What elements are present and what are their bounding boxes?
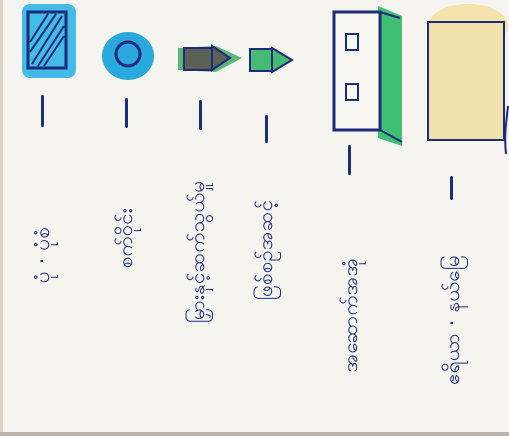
- row-1-label: ပုံ · ပုံစံ: [32, 227, 52, 283]
- building-icon: [328, 4, 412, 152]
- row-2-dash: [125, 98, 128, 128]
- row-1-dash: [41, 95, 44, 127]
- row-2-label: စက်ဝိုင်း: [115, 208, 135, 268]
- row-5-label: အဆောက်အအုံ: [340, 258, 360, 373]
- area-box-icon: [420, 6, 509, 156]
- arrow-block-icon: [176, 38, 246, 80]
- row-5-dash: [348, 145, 351, 175]
- circle-icon: [100, 28, 156, 84]
- row-4-dash: [265, 115, 268, 143]
- page-margin: [0, 0, 3, 436]
- small-arrow-block-icon: [246, 44, 298, 76]
- page-bottom-edge: [0, 432, 509, 436]
- row-6-label: ဧရိယာ · နယ်မြေ: [442, 255, 462, 385]
- row-4-label: ဖြစ်စဉ်အဆင့်: [255, 200, 275, 301]
- row-6-dash: [450, 176, 453, 200]
- row-3-label: မြှားနှင့်ဆက်သွယ်မှု: [187, 181, 207, 324]
- hatched-square-icon: [18, 2, 80, 82]
- row-3-dash: [199, 100, 202, 130]
